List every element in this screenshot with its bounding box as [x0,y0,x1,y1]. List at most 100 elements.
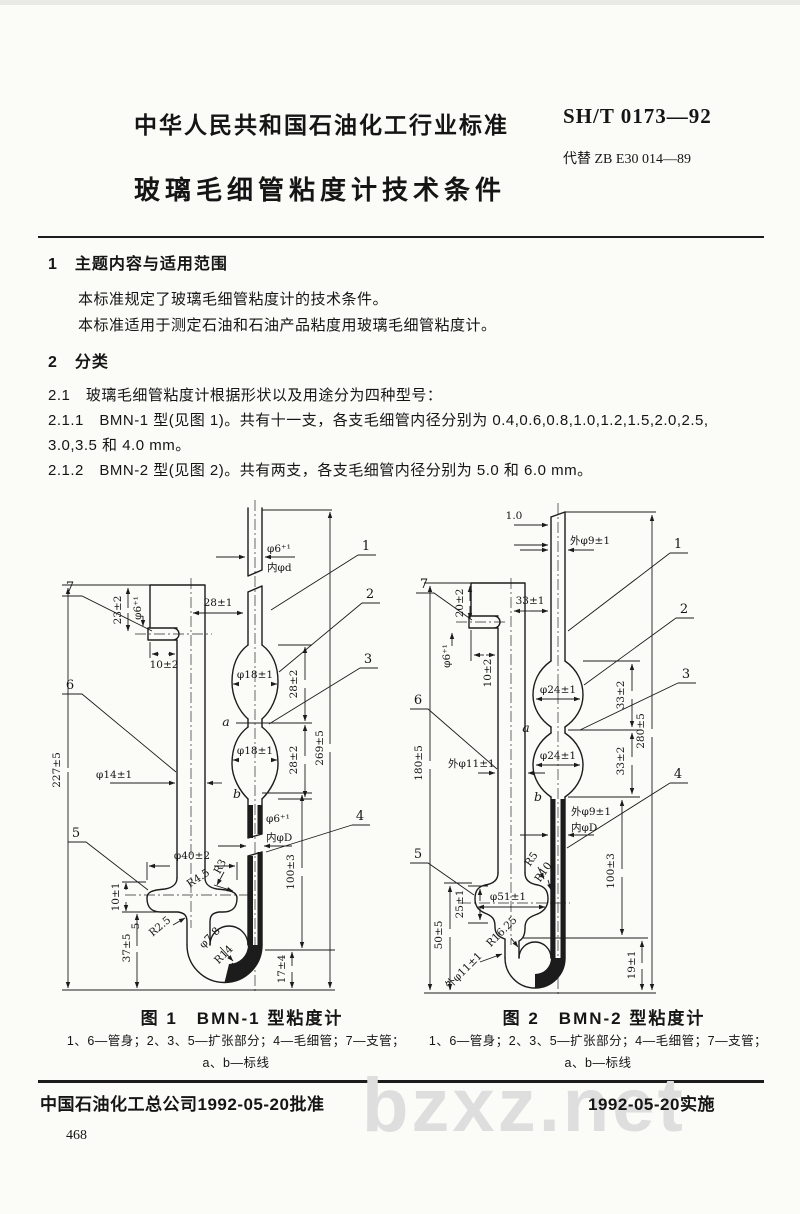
clause-2-1-1: 2.1.1 BMN-1 型(见图 1)。共有十一支，各支毛细管内径分别为 0.4… [48,412,709,429]
dim-label: 100±3 [285,854,297,890]
part-label: 7 [66,580,74,595]
part-label: 1 [362,539,370,554]
dim-label: 外φ11±1 [448,758,495,770]
dim-label: 180±5 [413,745,425,781]
implementation-date: 1992-05-20实施 [588,1095,715,1114]
paragraph: 本标准规定了玻璃毛细管粘度计的技术条件。 [78,291,389,308]
dimension-labels: 1.0 外φ9±1 33±1 20±2 φ6⁺¹ 10±2 φ24±1 φ24±… [413,510,647,992]
dimension-lines [62,509,380,991]
clause-2-1-1-cont: 3.0,3.5 和 4.0 mm。 [48,437,191,454]
figure-1-legend-2: a、b—标线 [202,1056,270,1070]
figure-2-drawing: 1.0 外φ9±1 33±1 20±2 φ6⁺¹ 10±2 φ24±1 φ24±… [410,503,696,995]
dim-label: R16.25 [484,914,519,949]
part-label: 4 [674,767,682,782]
dim-label: 50±5 [433,921,445,950]
dim-label: φ24±1 [540,684,576,696]
dim-label: 20±2 [454,589,466,618]
part-label: 7 [420,577,428,592]
dim-label: 28±1 [204,597,233,609]
scan-streak [0,0,800,5]
dim-label: φ51±1 [490,891,526,903]
dim-label: φ40±2 [174,850,210,862]
dim-label: 33±1 [516,595,545,607]
dim-label: 33±2 [615,681,627,710]
clause-2-1: 2.1 玻璃毛细管粘度计根据形状以及用途分为四种型号： [48,387,443,404]
dim-label: φ18±1 [237,745,273,757]
mark-label-b: b [534,789,542,804]
glass-outline [468,511,584,989]
dim-label: R3 [212,857,229,876]
page-number: 468 [66,1128,87,1143]
dim-label: 37±5 [121,934,133,963]
dim-label: 内φD [571,821,597,834]
dim-label: φ6⁺¹ [132,596,144,620]
dim-label: φ14±1 [96,769,132,781]
dim-label: 外φ9±1 [571,806,611,818]
dim-label: 外φ9±1 [570,535,610,547]
paragraph: 本标准适用于测定石油和石油产品粘度用玻璃毛细管粘度计。 [78,317,497,334]
dim-label: 33±2 [615,747,627,776]
dim-label: 5 [130,923,142,930]
part-label: 6 [414,693,422,708]
part-label: 5 [72,826,80,841]
standard-number: SH/T 0173—92 [563,104,712,128]
dim-label: R4.5 [185,867,212,890]
dim-label: φ6⁺¹ [441,644,453,668]
dim-label: 17±4 [276,954,288,983]
dim-label: 内φd [267,561,292,574]
approval-note: 中国石油化工总公司1992-05-20批准 [40,1095,325,1114]
section-2-heading: 2 分类 [48,354,109,371]
dimension-lines [410,511,696,994]
centerlines [125,500,256,992]
dim-label: 1.0 [506,510,523,522]
part-label: 2 [366,587,374,602]
dim-label: 10±2 [482,659,494,688]
dim-label: 23±2 [112,596,124,625]
page-title: 玻璃毛细管粘度计技术条件 [134,175,507,205]
dim-label: φ6⁺¹ [267,543,291,555]
watermark: bzxz.net [362,1063,686,1148]
standard-org: 中华人民共和国石油化工行业标准 [134,112,509,138]
dim-label: 10±2 [150,659,179,671]
dim-label: 28±2 [288,670,300,699]
part-label: 4 [356,809,364,824]
header-divider [38,236,764,238]
dim-label: 25±1 [454,890,466,919]
part-label: 5 [414,847,422,862]
glass-outline [146,507,279,984]
figure-2-legend: 1、6—管身；2、3、5—扩张部分；4—毛细管；7—支管； [428,1034,768,1048]
footer-divider [38,1080,764,1083]
part-label: 6 [66,678,74,693]
dim-label: 外φ11±1 [443,950,485,992]
dim-label: 100±3 [605,853,617,889]
mark-label-a: a [222,714,229,729]
part-label: 3 [682,667,690,682]
figure-2-caption: 图 2 BMN-2 型粘度计 [502,1009,706,1028]
dim-label: 10±1 [110,883,122,912]
dim-label: 28±2 [288,746,300,775]
replaces-note: 代替 ZB E30 014—89 [563,152,691,167]
part-label: 1 [674,537,682,552]
dim-label: 227±5 [51,752,63,788]
figure-1-caption: 图 1 BMN-1 型粘度计 [140,1009,344,1028]
mark-label-a: a [522,720,529,735]
capillary-thick-walls [535,799,565,988]
figure-1-drawing: φ6⁺¹ 内φd 28±1 23±2 φ6⁺¹ 10±2 φ18±1 φ18±1… [51,500,380,992]
part-number-labels: 1 2 3 4 5 6 7 a b [414,537,690,862]
dim-label: φ18±1 [237,669,273,681]
section-1-heading: 1 主题内容与适用范围 [48,256,228,273]
dim-label: 19±1 [626,951,638,980]
dim-label: R2.5 [147,914,174,939]
part-number-labels: 1 2 3 4 5 6 7 a b [66,539,374,841]
clause-2-1-2: 2.1.2 BMN-2 型(见图 2)。共有两支，各支毛细管内径分别为 5.0 … [48,462,593,479]
figure-2-legend-2: a、b—标线 [564,1056,632,1070]
dim-label: 内φD [266,831,292,844]
capillary-thick-walls [224,805,262,983]
figure-1-legend: 1、6—管身；2、3、5—扩张部分；4—毛细管；7—支管； [66,1034,406,1048]
part-label: 3 [364,652,372,667]
dimension-labels: φ6⁺¹ 内φd 28±1 23±2 φ6⁺¹ 10±2 φ18±1 φ18±1… [51,543,326,983]
part-label: 2 [680,602,688,617]
dim-label: φ6⁺¹ [266,813,290,825]
dim-label: φ24±1 [540,750,576,762]
